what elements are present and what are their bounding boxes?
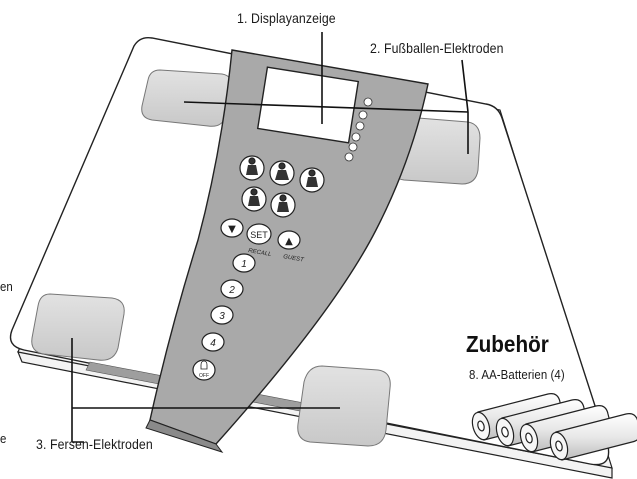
status-icon-3 <box>355 121 365 131</box>
memory-button-3-label: 3 <box>219 311 225 322</box>
up-arrow-icon: ▲ <box>285 236 293 247</box>
guest-label: GUEST <box>283 254 306 264</box>
power-off-button[interactable]: OFF <box>192 359 216 381</box>
cropped-text-fragment-left-bottom: e <box>0 431 7 446</box>
callout-lines <box>71 32 469 443</box>
down-button[interactable]: ▼ <box>220 218 244 238</box>
recall-label: RECALL <box>248 248 272 258</box>
down-arrow-icon: ▼ <box>228 224 236 235</box>
status-icon-4 <box>351 132 361 142</box>
up-button[interactable]: ▲ <box>277 230 301 250</box>
batteries <box>471 393 637 461</box>
set-button-label: SET <box>250 230 268 240</box>
set-button[interactable]: SET <box>246 223 272 245</box>
accessories-item: 8. AA-Batterien (4) <box>469 367 565 382</box>
status-icon-5 <box>348 142 358 152</box>
person-button-2[interactable] <box>269 160 295 186</box>
memory-button-2-label: 2 <box>228 285 235 296</box>
heel-electrode-callout-line <box>71 338 340 443</box>
power-icon <box>200 360 208 370</box>
cropped-text-fragment-left-middle: en <box>0 279 13 294</box>
memory-button-1[interactable]: 1 <box>232 253 256 273</box>
heel-electrode-right <box>297 365 391 447</box>
status-icon-column <box>344 97 373 162</box>
ball-electrode-left <box>141 69 233 127</box>
heel-electrodes-label: 3. Fersen-Elektroden <box>36 436 153 452</box>
person-mode-buttons <box>239 155 325 218</box>
person-button-4[interactable] <box>241 186 267 212</box>
power-off-label: OFF <box>199 373 209 379</box>
memory-button-4[interactable]: 4 <box>201 332 225 352</box>
memory-button-1-label: 1 <box>241 259 247 270</box>
memory-button-3[interactable]: 3 <box>210 305 234 325</box>
memory-button-4-label: 4 <box>210 338 216 349</box>
status-icon-1 <box>363 97 373 107</box>
heel-electrode-left <box>31 293 125 361</box>
control-panel-edge <box>145 419 224 453</box>
person-button-1[interactable] <box>239 155 265 181</box>
display-label: 1. Displayanzeige <box>237 10 336 26</box>
lcd-display <box>256 66 360 144</box>
ball-electrodes-label: 2. Fußballen-Elektroden <box>370 40 504 56</box>
memory-button-2[interactable]: 2 <box>220 279 244 299</box>
ball-electrode-callout-line <box>183 59 469 154</box>
battery-4 <box>549 413 637 461</box>
status-icon-2 <box>358 110 368 120</box>
status-icon-6 <box>344 152 354 162</box>
accessories-title: Zubehör <box>466 331 549 357</box>
person-button-5[interactable] <box>270 192 296 218</box>
person-button-3[interactable] <box>299 167 325 193</box>
